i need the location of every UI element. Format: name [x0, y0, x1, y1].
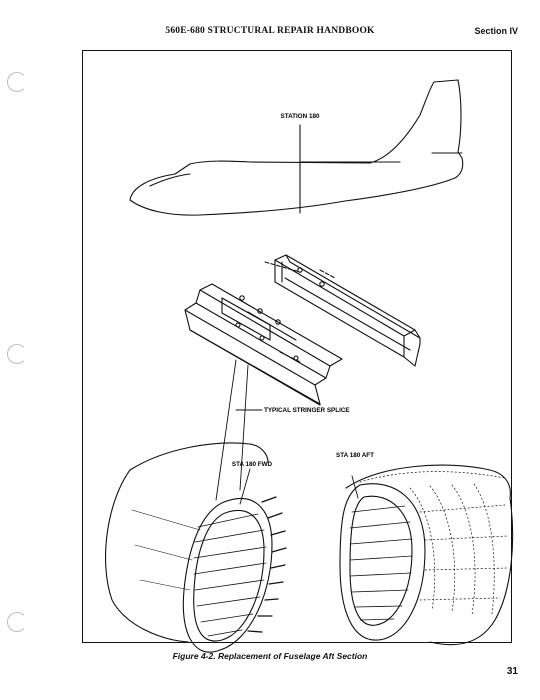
label-sta-180-fwd: STA 180 FWD	[232, 461, 273, 468]
stringer-splice	[184, 254, 421, 406]
fuselage-fwd-section	[105, 442, 287, 653]
leader-lines	[215, 359, 359, 505]
figure-frame	[82, 50, 512, 643]
fuselage-aft-section	[339, 464, 514, 646]
page-number: 31	[506, 666, 518, 677]
airplane-profile	[129, 79, 464, 216]
label-stringer-splice: TYPICAL STRINGER SPLICE	[264, 407, 350, 414]
punch-hole-top	[7, 72, 27, 92]
punch-hole-middle	[7, 344, 27, 364]
header-section: Section IV	[474, 26, 518, 36]
punch-hole-bottom	[7, 612, 27, 632]
header-title: 560E-680 STRUCTURAL REPAIR HANDBOOK	[165, 26, 375, 36]
figure-caption: Figure 4-2. Replacement of Fuselage Aft …	[172, 651, 368, 661]
label-station: STATION 180	[281, 113, 320, 120]
label-sta-180-aft: STA 180 AFT	[336, 452, 374, 459]
